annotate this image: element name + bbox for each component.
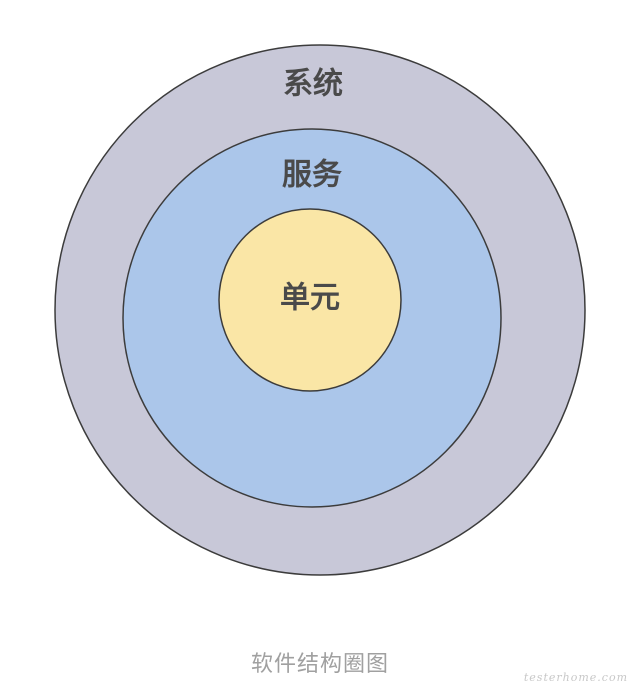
watermark: testerhome.com — [523, 671, 628, 684]
ring-label-system: 系统 — [283, 67, 343, 102]
ring-unit — [218, 208, 402, 392]
ring-label-unit: 单元 — [280, 281, 340, 316]
figure-caption: 软件结构圈图 — [250, 652, 389, 677]
ring-label-service: 服务 — [282, 158, 342, 193]
